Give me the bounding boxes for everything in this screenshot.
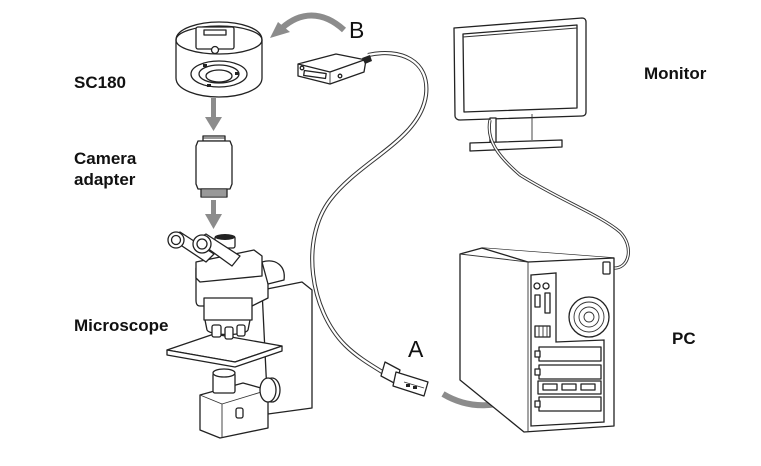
connector-label-a: A bbox=[408, 336, 424, 362]
monitor-illustration bbox=[453, 17, 630, 270]
arrow-adapter-to-microscope bbox=[205, 200, 222, 229]
camera-adapter-illustration bbox=[195, 135, 233, 198]
pc-illustration bbox=[459, 247, 615, 433]
label-camera-adapter-line1: Camera bbox=[74, 149, 137, 168]
label-camera-adapter: Camera adapter bbox=[74, 148, 136, 190]
camera-sc180-illustration bbox=[175, 21, 263, 98]
label-pc: PC bbox=[672, 329, 696, 348]
connector-a-usb-plug bbox=[380, 361, 429, 397]
label-camera-adapter-line2: adapter bbox=[74, 170, 136, 189]
microscope-illustration bbox=[166, 231, 313, 439]
label-monitor: Monitor bbox=[644, 64, 707, 83]
arrow-b-connect bbox=[270, 12, 347, 38]
arrow-camera-to-adapter bbox=[205, 98, 222, 131]
connector-label-b: B bbox=[349, 17, 365, 43]
connector-b-plug bbox=[297, 53, 372, 85]
usb-cable bbox=[310, 50, 429, 382]
label-sc180: SC180 bbox=[74, 73, 126, 92]
label-microscope: Microscope bbox=[74, 316, 169, 335]
